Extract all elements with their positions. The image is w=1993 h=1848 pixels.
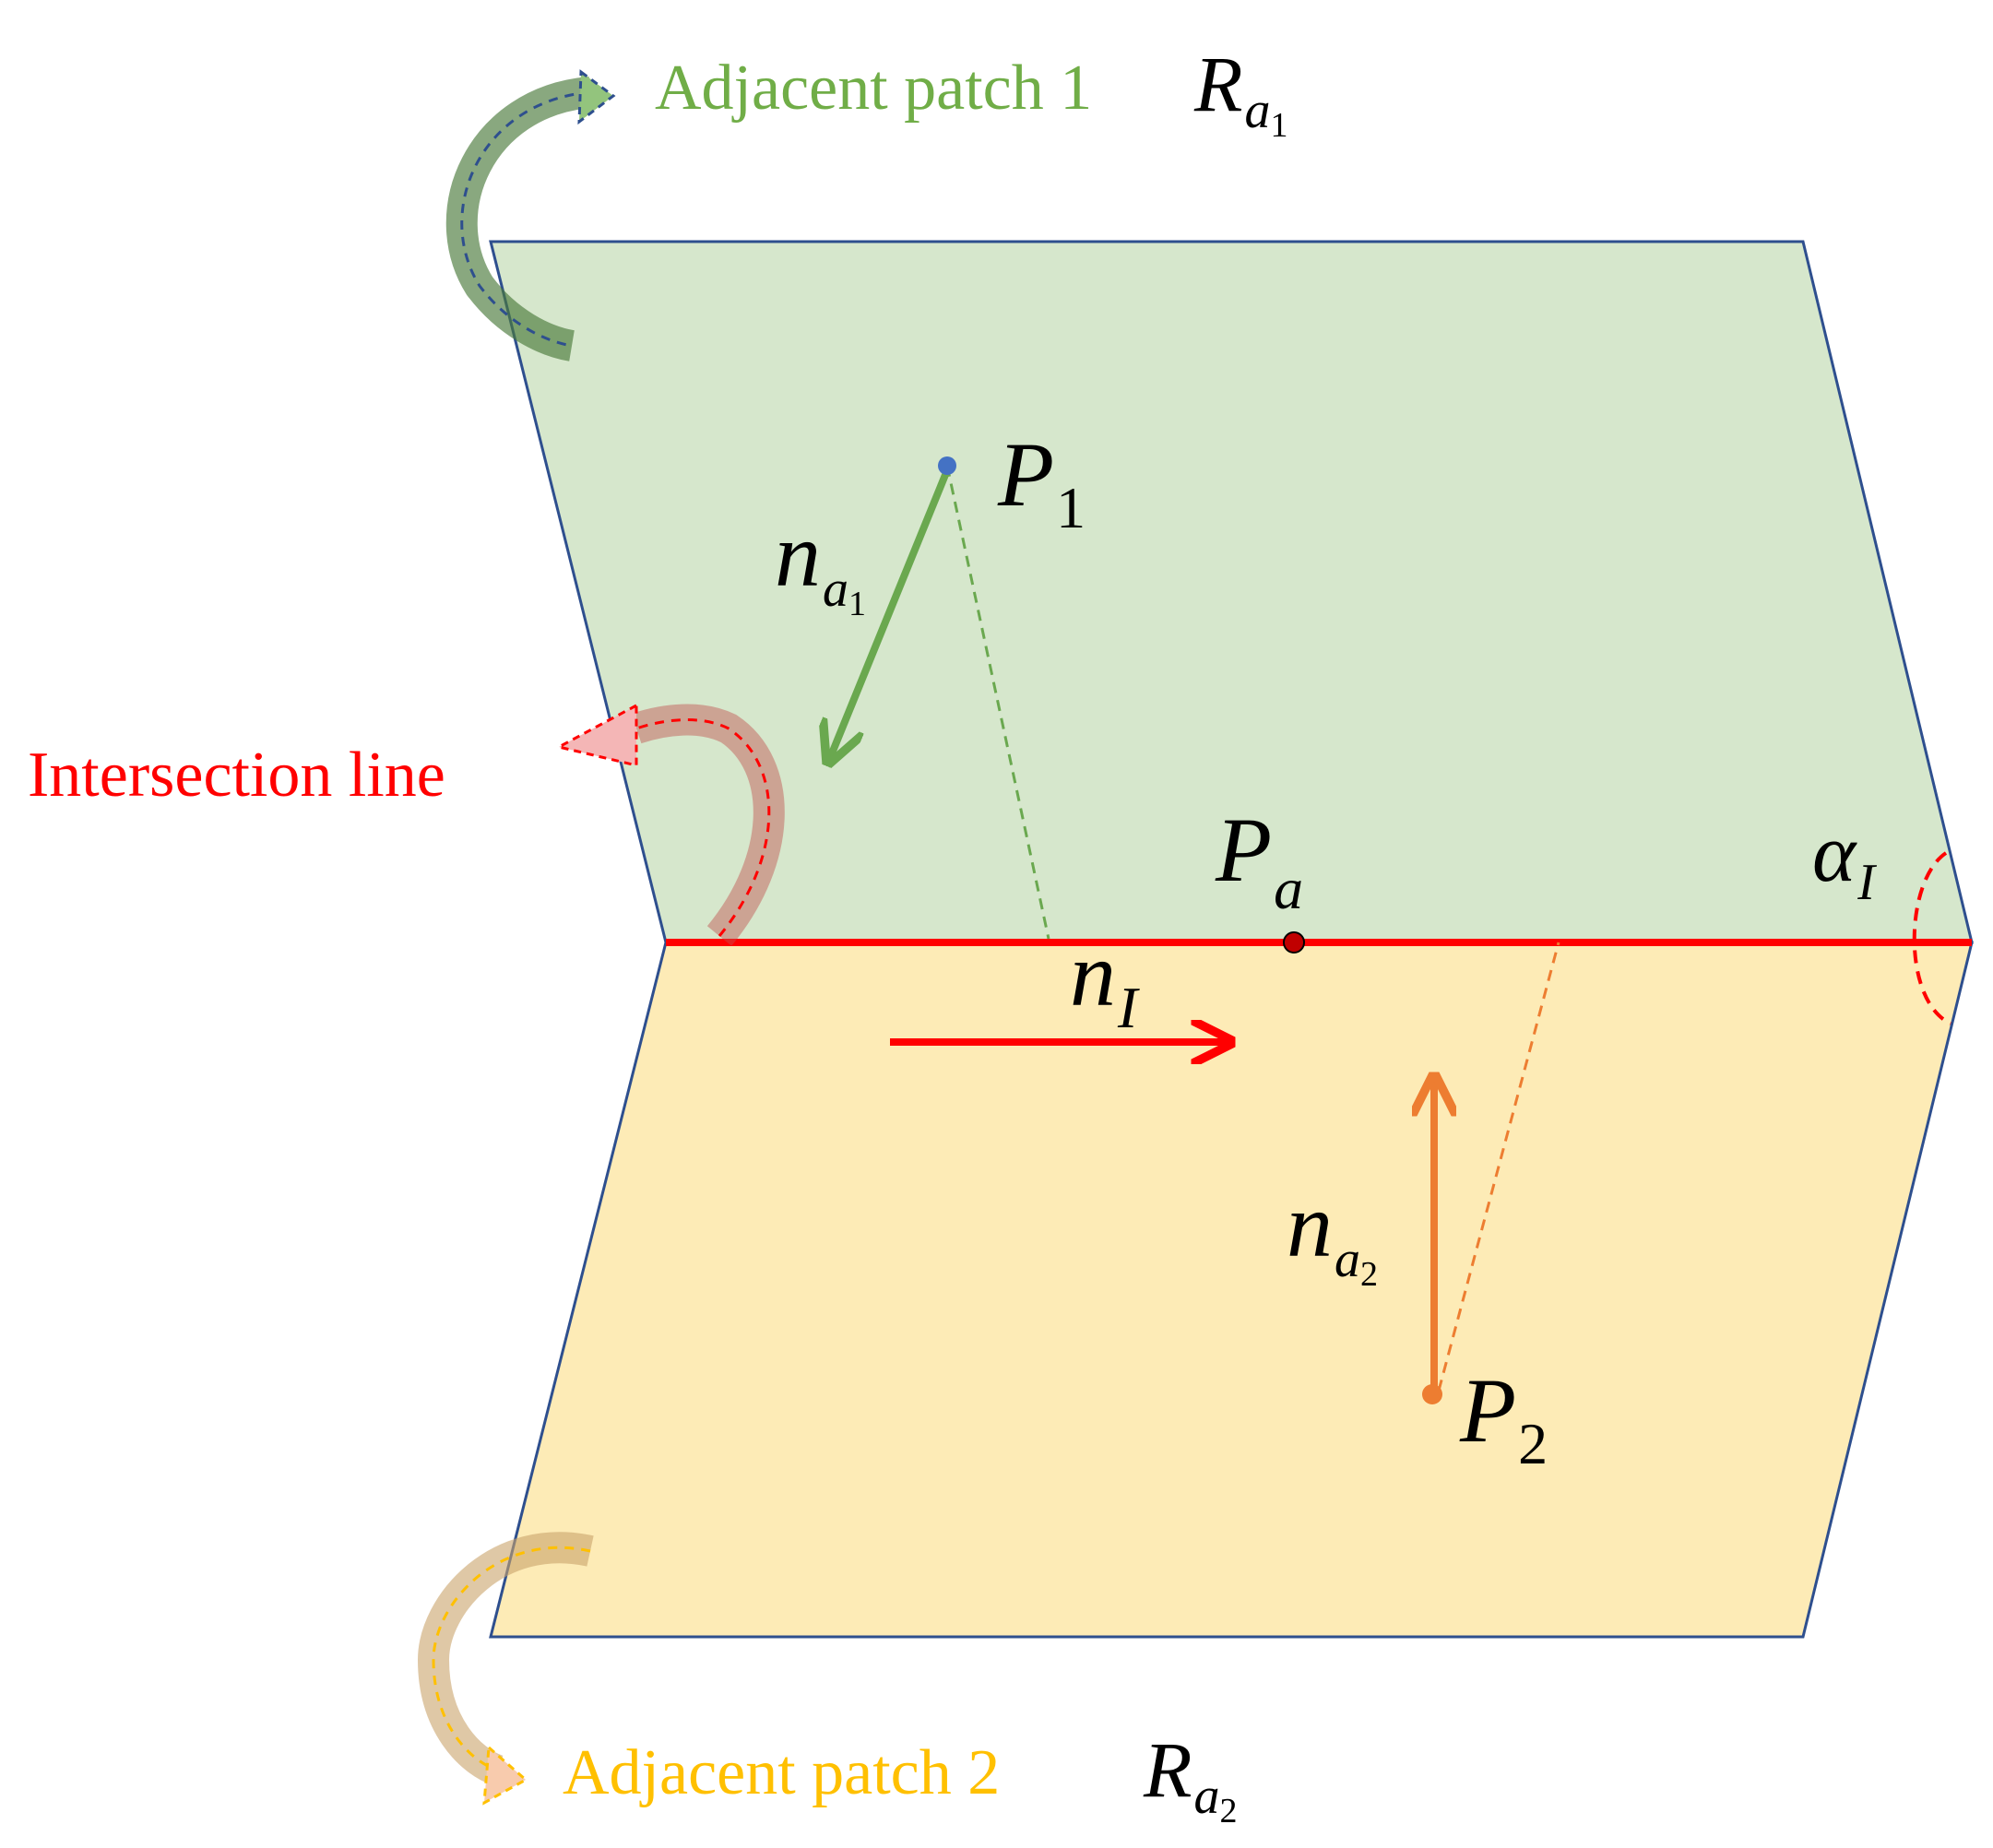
normal-vector-na1: [830, 468, 951, 758]
point-p2: [1422, 1384, 1442, 1404]
p1-projection-dashed-line: [945, 465, 1050, 940]
intersection-line-label: Intersection line: [28, 740, 445, 811]
adjacent-patch-2-label: Adjacent patch 2: [563, 1737, 1000, 1808]
patch1-curved-arrow-outline: [460, 90, 591, 348]
patch2-curved-arrow-outline: [432, 1546, 591, 1772]
r-a1-label: Ra1: [1193, 40, 1288, 145]
alpha-i-label: αI: [1812, 808, 1877, 911]
ni-label: nI: [1070, 923, 1140, 1040]
na2-label: na2: [1287, 1174, 1378, 1294]
point-pa: [1283, 931, 1305, 954]
p1-label: P1: [997, 423, 1085, 540]
angle-arc-alpha: [1912, 851, 1951, 1025]
adjacent-patch-2-region: [489, 941, 1974, 1639]
point-p1: [938, 456, 956, 475]
patch1-arrowhead-icon: [577, 69, 616, 125]
r-a2-label: Ra2: [1143, 1725, 1238, 1830]
adjacent-patch-1-label: Adjacent patch 1: [655, 53, 1092, 124]
pa-label: Pa: [1215, 799, 1303, 921]
p2-projection-dashed-line: [1437, 942, 1560, 1392]
p2-label: P2: [1459, 1359, 1548, 1476]
patch2-arrowhead-icon: [482, 1744, 528, 1806]
na1-label: na1: [775, 503, 866, 623]
intersection-arrowhead-icon: [554, 703, 638, 767]
intersection-curved-arrow-outline: [635, 718, 771, 937]
